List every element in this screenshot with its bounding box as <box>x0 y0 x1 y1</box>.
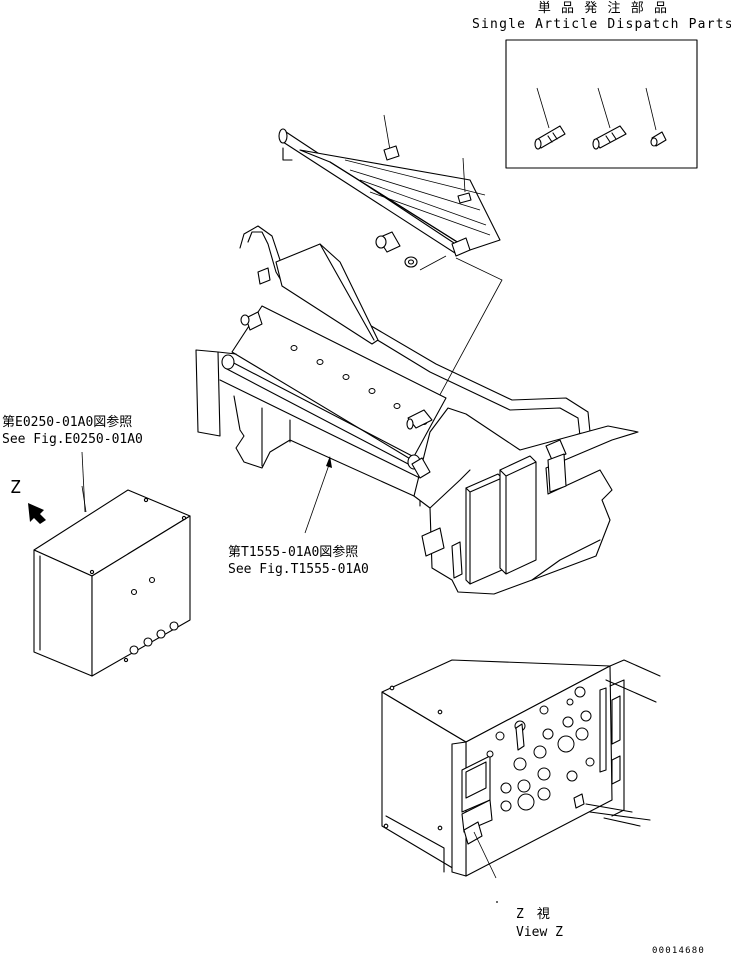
drawing-number: 00014680 <box>652 946 705 956</box>
fitting-part-2 <box>593 88 626 149</box>
ref-t1555-en-label: See Fig.T1555-01A0 <box>228 562 369 577</box>
header-en-label: Single Article Dispatch Parts <box>472 17 731 32</box>
main-frame-assembly <box>196 226 638 594</box>
electrical-box <box>34 486 190 676</box>
ref-e0250-jp-label: 第E0250-01A0図参照 <box>2 415 133 430</box>
single-article-parts-box <box>506 40 697 168</box>
e0250-leader-line <box>82 452 85 512</box>
ref-t1555-jp-label: 第T1555-01A0図参照 <box>228 545 359 560</box>
t1555-leader-arrow <box>305 456 332 533</box>
header-jp-label: 単 品 発 注 部 品 <box>537 1 669 16</box>
view-z-arrow-icon <box>28 503 46 524</box>
view-z-en-label: View Z <box>516 925 563 940</box>
view-z-jp-label: Z 視 <box>516 907 550 922</box>
cap-part-3 <box>646 88 666 146</box>
fitting-part-1 <box>535 88 565 149</box>
view-z-detail <box>382 660 660 903</box>
ref-e0250-en-label: See Fig.E0250-01A0 <box>2 432 143 447</box>
upper-plate-assembly <box>279 115 500 256</box>
bolt-and-washer <box>376 232 502 428</box>
view-z-marker: Z <box>10 477 21 498</box>
